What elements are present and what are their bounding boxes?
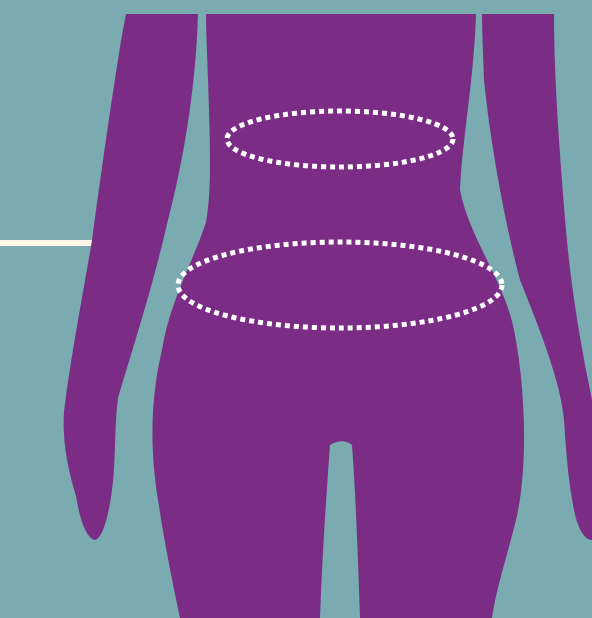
torso-legs — [152, 14, 524, 618]
guide-line — [0, 240, 92, 246]
